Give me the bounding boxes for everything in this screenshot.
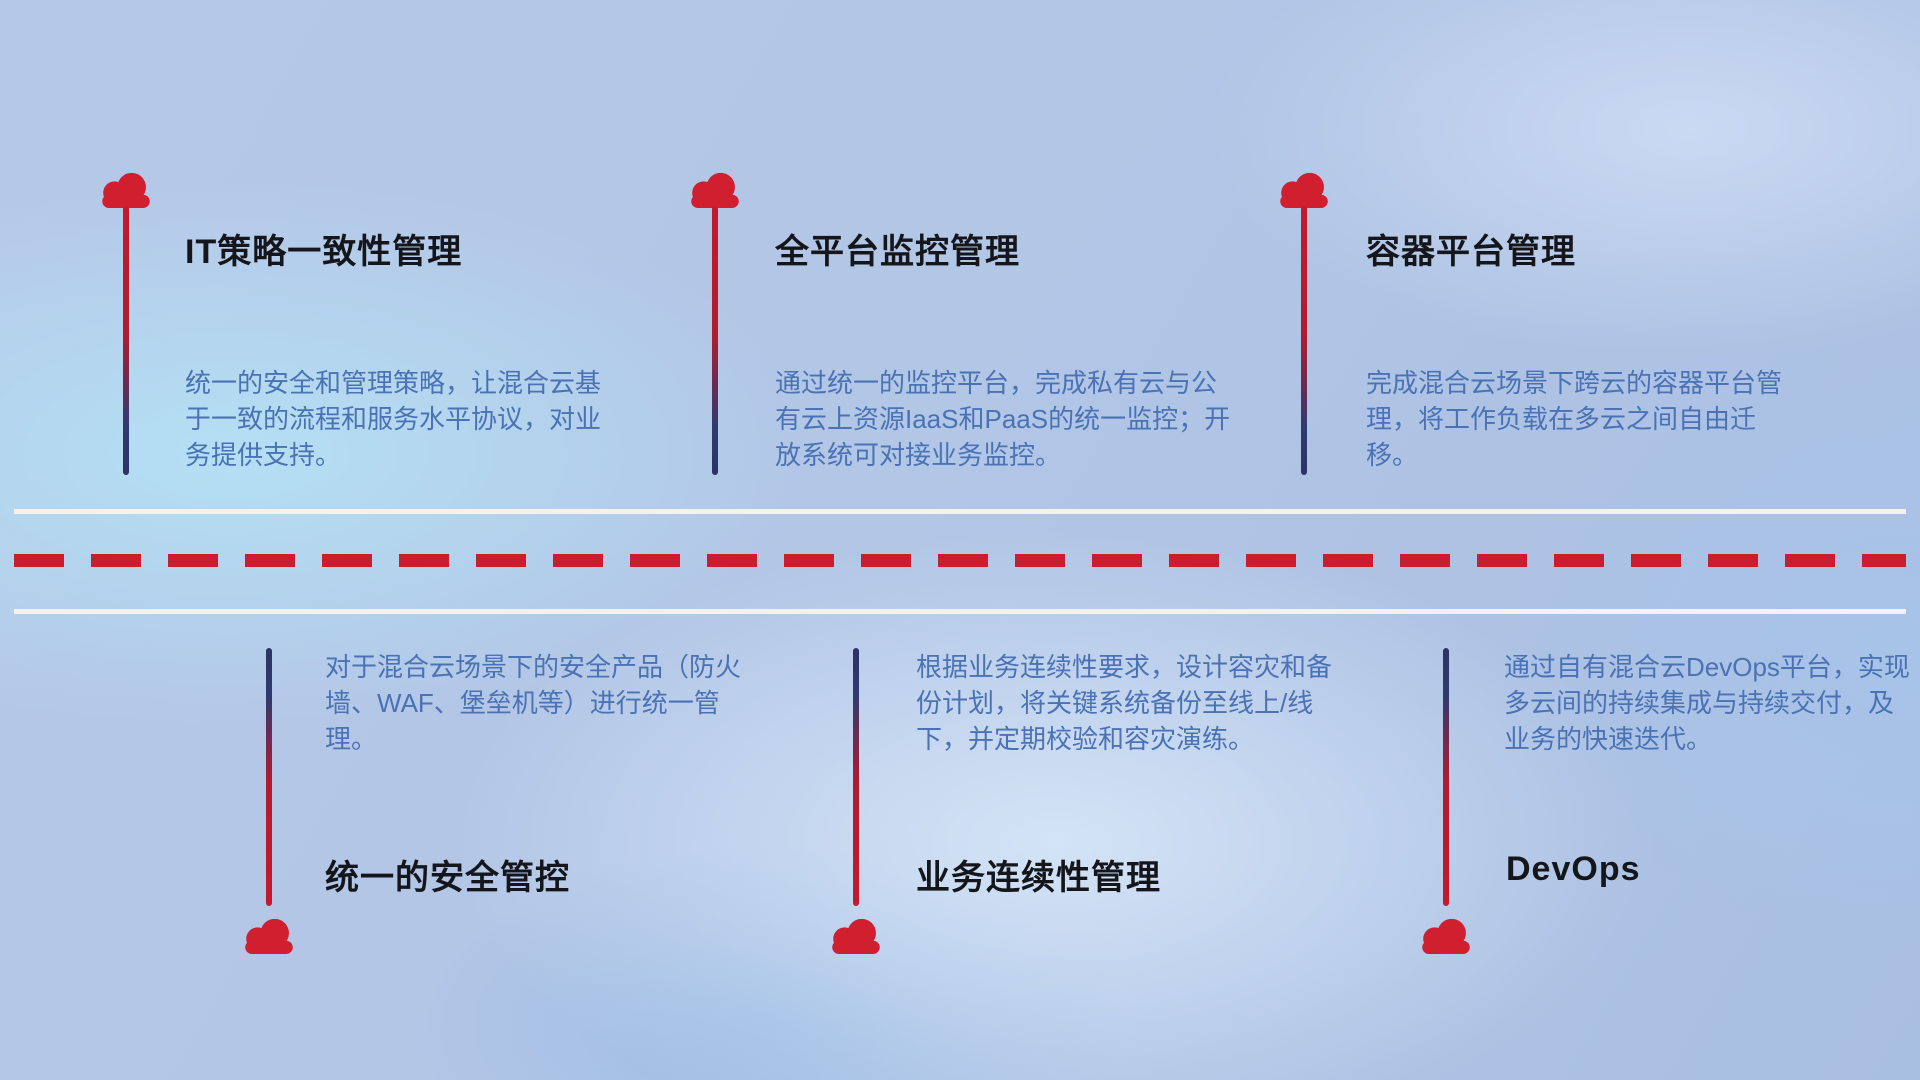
item-title: 业务连续性管理 bbox=[916, 859, 1161, 897]
cloud-icon bbox=[1417, 916, 1475, 954]
item-title: 全平台监控管理 bbox=[775, 233, 1020, 271]
item-title: 统一的安全管控 bbox=[325, 859, 570, 897]
item-description: 完成混合云场景下跨云的容器平台管理，将工作负载在多云之间自由迁移。 bbox=[1366, 368, 1783, 470]
cloud-icon bbox=[827, 916, 885, 954]
cloud-icon bbox=[686, 170, 744, 208]
road-line-top bbox=[14, 509, 1906, 514]
road-dashed-centerline bbox=[14, 554, 1906, 567]
road-line-bottom bbox=[14, 609, 1906, 614]
timeline-connector bbox=[123, 206, 129, 475]
item-description: 统一的安全和管理策略，让混合云基于一致的流程和服务水平协议，对业务提供支持。 bbox=[185, 368, 602, 470]
item-description: 通过统一的监控平台，完成私有云与公有云上资源IaaS和PaaS的统一监控；开放系… bbox=[775, 368, 1231, 470]
cloud-icon bbox=[97, 170, 155, 208]
timeline-connector bbox=[712, 206, 718, 475]
cloud-icon bbox=[1275, 170, 1333, 208]
timeline-connector bbox=[1301, 206, 1307, 475]
cloud-icon bbox=[240, 916, 298, 954]
item-title: DevOps bbox=[1506, 850, 1641, 888]
timeline-connector bbox=[853, 648, 859, 906]
timeline-connector bbox=[266, 648, 272, 906]
item-description: 根据业务连续性要求，设计容灾和备份计划，将关键系统备份至线上/线下，并定期校验和… bbox=[916, 652, 1333, 754]
item-description: 通过自有混合云DevOps平台，实现多云间的持续集成与持续交付，及业务的快速迭代… bbox=[1504, 652, 1910, 754]
timeline-connector bbox=[1443, 648, 1449, 906]
item-title: IT策略一致性管理 bbox=[185, 233, 463, 271]
item-description: 对于混合云场景下的安全产品（防火墙、WAF、堡垒机等）进行统一管理。 bbox=[325, 652, 742, 754]
item-title: 容器平台管理 bbox=[1366, 233, 1576, 271]
